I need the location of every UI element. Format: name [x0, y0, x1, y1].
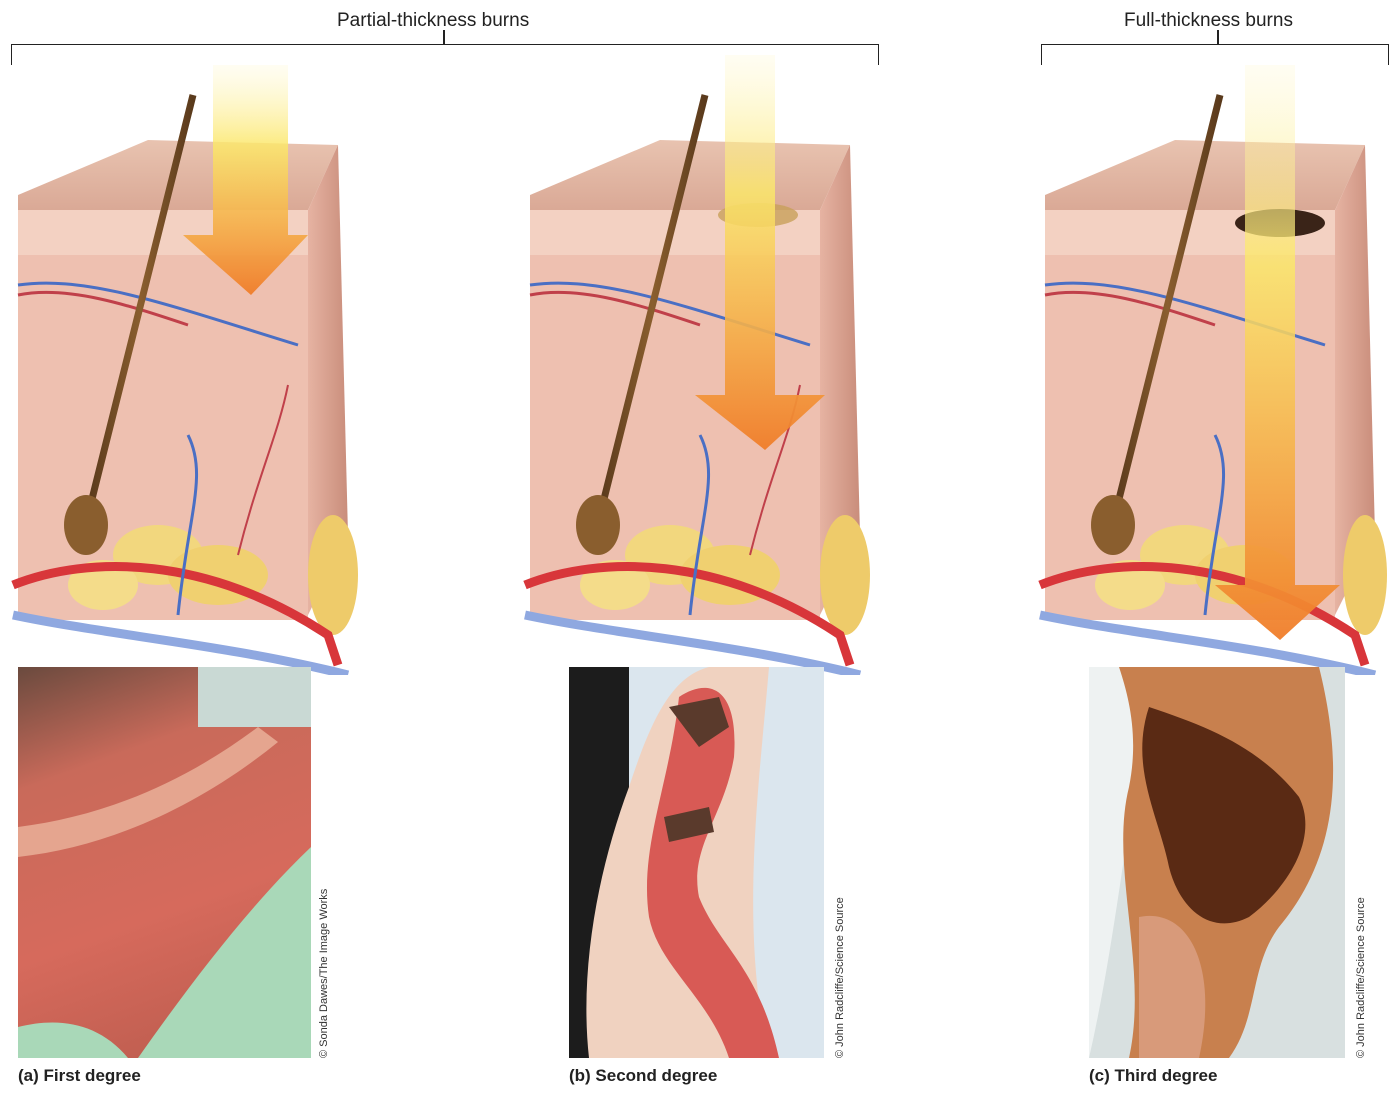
skin-diagram-second-degree: [520, 55, 870, 675]
partial-thickness-bracket-tick: [443, 30, 445, 44]
fat-lobule: [820, 515, 870, 635]
hair-bulb: [64, 495, 108, 555]
caption-first-degree: (a) First degree: [18, 1066, 141, 1086]
photo-background: [198, 667, 311, 727]
photo-credit-first-degree: © Sonda Dawes/The Image Works: [318, 889, 330, 1058]
photo-second-degree-burn: [569, 667, 824, 1058]
photo-credit-third-degree: © John Radcliffe/Science Source: [1355, 897, 1367, 1058]
hair-bulb: [576, 495, 620, 555]
fat-lobule: [308, 515, 358, 635]
photo-third-degree-burn: [1089, 667, 1345, 1058]
full-thickness-label: Full-thickness burns: [1124, 10, 1293, 32]
skin-diagram-first-degree: [8, 55, 358, 675]
fat-lobule: [1343, 515, 1387, 635]
caption-third-degree: (c) Third degree: [1089, 1066, 1217, 1086]
shirt: [18, 1022, 128, 1058]
tan-line: [18, 727, 278, 857]
hair-bulb: [1091, 495, 1135, 555]
partial-thickness-label: Partial-thickness burns: [337, 10, 529, 32]
photo-credit-second-degree: © John Radcliffe/Science Source: [834, 897, 846, 1058]
vein: [13, 615, 348, 675]
vein: [525, 615, 860, 675]
shirt: [138, 847, 311, 1058]
caption-second-degree: (b) Second degree: [569, 1066, 717, 1086]
skin-diagram-third-degree: [1035, 55, 1389, 675]
full-thickness-bracket-tick: [1217, 30, 1219, 44]
photo-first-degree-burn: [18, 667, 311, 1058]
vein: [1040, 615, 1375, 675]
